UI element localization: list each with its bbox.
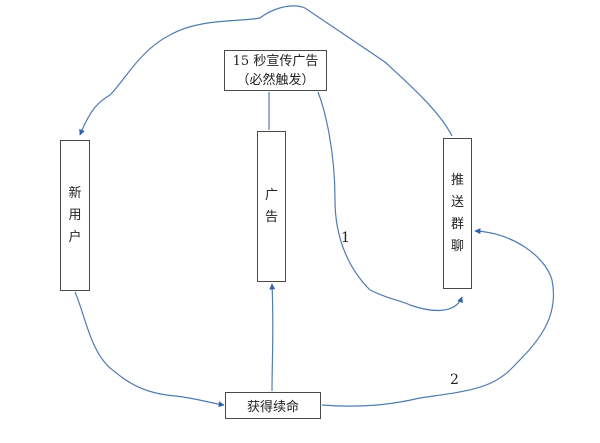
node-ad[interactable]: 广 告 xyxy=(257,131,286,282)
node-new-user-char: 用 xyxy=(68,207,82,223)
node-push-group-char: 送 xyxy=(450,194,464,210)
node-15s-ad-title: 15 秒宣传广告 xyxy=(232,53,319,69)
node-new-user[interactable]: 新 用 户 xyxy=(60,140,90,291)
node-renew-label: 获得续命 xyxy=(246,400,299,415)
node-15s-ad-subtitle: （必然触发） xyxy=(236,72,315,88)
edge-renew-to-ad xyxy=(269,283,276,392)
node-ad-char: 广 xyxy=(264,187,278,203)
node-push-group[interactable]: 推 送 群 聊 xyxy=(443,138,472,289)
node-15s-ad[interactable]: 15 秒宣传广告 （必然触发） xyxy=(224,50,327,91)
edge-label-1: 1 xyxy=(341,230,350,246)
node-push-group-char: 群 xyxy=(450,216,464,232)
node-push-group-char: 推 xyxy=(450,172,464,188)
edge-newuser-to-renew xyxy=(74,291,225,408)
edge-15s-to-push xyxy=(317,91,463,312)
edge-renew-to-push xyxy=(321,228,554,407)
node-new-user-char: 户 xyxy=(68,229,82,245)
edge-label-2: 2 xyxy=(450,372,459,388)
edge-push-to-newuser xyxy=(79,5,453,137)
node-ad-char: 告 xyxy=(264,209,278,225)
node-push-group-char: 聊 xyxy=(450,238,464,254)
node-renew[interactable]: 获得续命 xyxy=(225,392,321,419)
node-new-user-char: 新 xyxy=(68,185,82,201)
